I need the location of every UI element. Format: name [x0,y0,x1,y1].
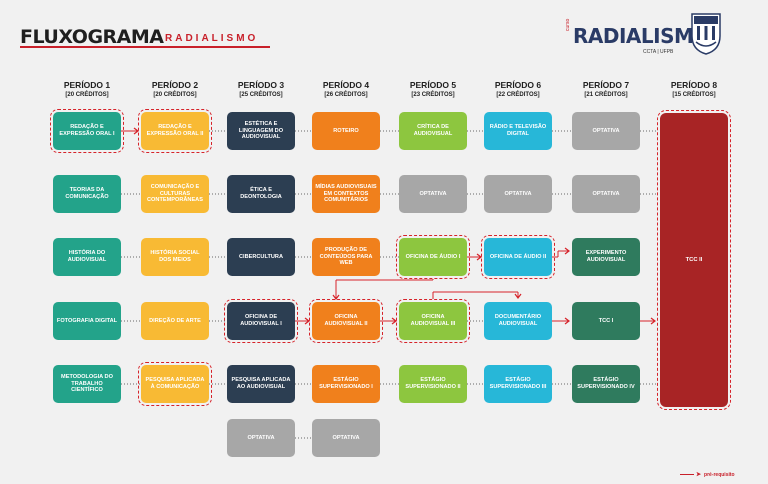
course-box-p6-r5: ESTÁGIO SUPERVISIONADO III [484,365,552,403]
title-underline [20,46,270,48]
legend: ➤ pré-requisito [680,471,735,478]
course-box-p3-r1: ESTÉTICA E LINGUAGEM DO AUDIOVISUAL [227,112,295,150]
course-box-p1-r3: HISTÓRIA DO AUDIOVISUAL [53,238,121,276]
course-box-p5-r4: OFICINA AUDIOVISUAL III [396,299,470,343]
period-header-7: PERÍODO 7[21 CRÉDITOS] [566,81,646,98]
course-box-p6-r1: RÁDIO E TELEVISÃO DIGITAL [484,112,552,150]
period-title: PERÍODO 5 [409,80,457,90]
legend-line [680,474,694,475]
period-credits: [26 CRÉDITOS] [324,91,368,98]
course-box-p7-r3: EXPERIMENTO AUDIOVISUAL [572,238,640,276]
course-box-p5-r2: OPTATIVA [399,175,467,213]
period-header-8: PERÍODO 8[15 CRÉDITOS] [654,81,734,98]
period-title: PERÍODO 3 [237,80,285,90]
ufpb-crest-icon [691,13,721,55]
course-box-p6-r4: DOCUMENTÁRIO AUDIOVISUAL [484,302,552,340]
course-box-p1-r2: TEORIAS DA COMUNICAÇÃO [53,175,121,213]
period-title: PERÍODO 6 [494,80,542,90]
course-box-p3-r5: PESQUISA APLICADA AO AUDIOVISUAL [227,365,295,403]
prerequisite-arrow-icon [514,293,522,299]
legend-arrow-icon: ➤ [696,472,702,478]
period-header-6: PERÍODO 6[22 CRÉDITOS] [478,81,558,98]
page-subtitle: RADIALISMO [165,33,259,44]
period-credits: [21 CRÉDITOS] [584,91,628,98]
page-title: FLUXOGRAMA [20,26,164,48]
logo-curso-label: curso [565,18,571,31]
course-box-p7-r2: OPTATIVA [572,175,640,213]
period-title: PERÍODO 1 [63,80,111,90]
course-box-p4-r4: OFICINA AUDIOVISUAL II [309,299,383,343]
course-box-p3-r6: OPTATIVA [227,419,295,457]
course-box-p4-r3: PRODUÇÃO DE CONTEÚDOS PARA WEB [312,238,380,276]
course-box-p1-r1: REDAÇÃO E EXPRESSÃO ORAL I [50,109,124,153]
period-credits: [20 CRÉDITOS] [65,91,109,98]
course-box-p2-r1: REDAÇÃO E EXPRESSÃO ORAL II [138,109,212,153]
period-title: PERÍODO 7 [582,80,630,90]
course-box-p4-r2: MÍDIAS AUDIOVISUAIS EM CONTEXTOS COMUNIT… [312,175,380,213]
legend-label: pré-requisito [704,471,735,478]
course-box-p3-r2: ÉTICA E DEONTOLOGIA [227,175,295,213]
period-credits: [15 CRÉDITOS] [672,91,716,98]
course-box-p3-r4: OFICINA DE AUDIOVISUAL I [224,299,298,343]
period-credits: [22 CRÉDITOS] [496,91,540,98]
prerequisite-arrow-icon [332,294,340,300]
period-title: PERÍODO 8 [670,80,718,90]
logo-institution: CCTA | UFPB [643,49,674,55]
prerequisite-arrow-icon [650,317,656,325]
period-header-4: PERÍODO 4[26 CRÉDITOS] [306,81,386,98]
course-box-p5-r5: ESTÁGIO SUPERVISIONADO II [399,365,467,403]
course-box-p6-r3: OFICINA DE ÁUDIO II [481,235,555,279]
course-box-p2-r4: DIREÇÃO DE ARTE [141,302,209,340]
course-box-p2-r2: COMUNICAÇÃO E CULTURAS CONTEMPORÂNEAS [141,175,209,213]
prerequisite-arrow-icon [564,317,570,325]
course-box-p2-r3: HISTÓRIA SOCIAL DOS MEIOS [141,238,209,276]
course-box-p1-r5: METODOLOGIA DO TRABALHO CIENTÍFICO [53,365,121,403]
period-header-5: PERÍODO 5[23 CRÉDITOS] [393,81,473,98]
course-box-p7-r4: TCC I [572,302,640,340]
course-box-p3-r3: CIBERCULTURA [227,238,295,276]
course-tcc-ii: TCC II [657,110,731,410]
period-header-1: PERÍODO 1[20 CRÉDITOS] [47,81,127,98]
period-header-2: PERÍODO 2[20 CRÉDITOS] [135,81,215,98]
prerequisite-arrow-icon [391,317,397,325]
period-credits: [23 CRÉDITOS] [411,91,455,98]
course-logo: curso RADIALISMO CCTA | UFPB [565,18,710,55]
course-box-p5-r3: OFICINA DE ÁUDIO I [396,235,470,279]
prerequisite-arrow-icon [304,317,310,325]
course-box-p4-r6: OPTATIVA [312,419,380,457]
period-title: PERÍODO 4 [322,80,370,90]
course-box-p7-r1: OPTATIVA [572,112,640,150]
period-header-3: PERÍODO 3[25 CRÉDITOS] [221,81,301,98]
course-box-p1-r4: FOTOGRAFIA DIGITAL [53,302,121,340]
course-box-p5-r1: CRÍTICA DE AUDIOVISUAL [399,112,467,150]
course-box-p7-r5: ESTÁGIO SUPERVISIONADO IV [572,365,640,403]
period-credits: [20 CRÉDITOS] [153,91,197,98]
course-box-p4-r5: ESTÁGIO SUPERVISIONADO I [312,365,380,403]
course-box-p4-r1: ROTEIRO [312,112,380,150]
course-box-p2-r5: PESQUISA APLICADA À COMUNICAÇÃO [138,362,212,406]
course-box-p6-r2: OPTATIVA [484,175,552,213]
period-credits: [25 CRÉDITOS] [239,91,283,98]
logo-wordmark: RADIALISMO [573,24,710,48]
prerequisite-arrow-icon [133,127,139,135]
prerequisite-arrow-icon [564,247,570,255]
period-title: PERÍODO 2 [151,80,199,90]
prerequisite-arrow-icon [476,253,482,261]
